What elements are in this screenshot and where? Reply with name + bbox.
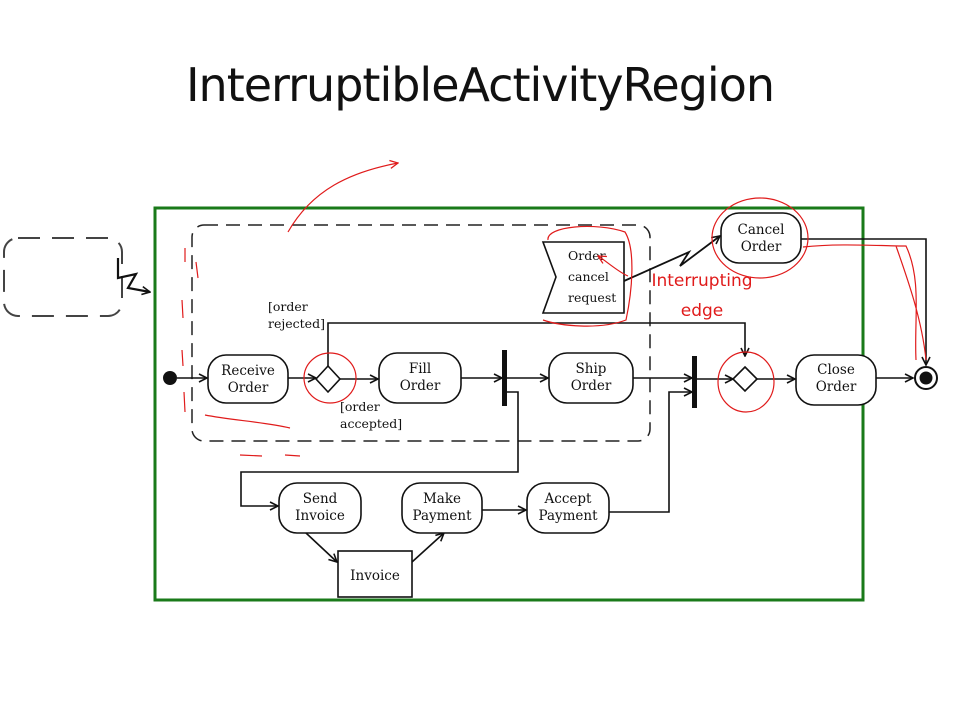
- decision-node-1: [314, 364, 342, 394]
- action-close-order: Close Order: [795, 354, 877, 406]
- guard-accepted: [order accepted]: [340, 399, 402, 431]
- invoice-label: Invoice: [350, 568, 400, 584]
- fill-order-label-1: Fill: [409, 361, 431, 377]
- send-invoice-label-2: Invoice: [295, 508, 345, 524]
- annotation-interrupting: Interrupting: [651, 271, 752, 291]
- red-pointer: [598, 256, 629, 277]
- close-order-label-1: Close: [817, 362, 855, 378]
- interruptible-region: [191, 224, 651, 442]
- green-frame: [153, 206, 865, 602]
- action-receive-order: Receive Order: [207, 354, 289, 404]
- make-payment-label-1: Make: [423, 491, 461, 507]
- join-bar: [692, 356, 697, 408]
- receive-order-label-2: Order: [228, 380, 269, 396]
- red-circle-cancel: [711, 197, 809, 279]
- signal-label-2: cancel: [568, 269, 609, 284]
- action-make-payment: Make Payment: [401, 482, 483, 534]
- action-fill-order: Fill Order: [378, 352, 462, 404]
- red-circle-merge: [717, 351, 775, 413]
- action-cancel-order: Cancel Order: [720, 212, 802, 264]
- edge-fork-invoice: [240, 391, 519, 506]
- make-payment-label-2: Payment: [412, 508, 472, 524]
- final-node: [914, 366, 938, 390]
- accept-payment-label-2: Payment: [538, 508, 598, 524]
- edge-send-invoice-object: [305, 532, 337, 562]
- edge-rejected: [327, 322, 745, 366]
- interrupting-edge: [623, 236, 720, 282]
- red-scribble-bottom: [204, 414, 301, 457]
- legend-region-symbol: [3, 237, 123, 317]
- action-send-invoice: Send Invoice: [278, 482, 362, 534]
- red-annotations: [181, 163, 927, 457]
- red-lines-right: [802, 244, 927, 361]
- receive-order-label-1: Receive: [221, 363, 275, 379]
- fork-bar: [502, 350, 507, 406]
- guard-rejected: [order rejected]: [268, 299, 325, 331]
- close-order-label-2: Order: [816, 379, 857, 395]
- edge-invoice-make-payment: [411, 533, 444, 563]
- ship-order-label-2: Order: [571, 378, 612, 394]
- signal-label-3: request: [568, 290, 616, 305]
- red-scribble-left: [181, 248, 199, 413]
- slide-title: InterruptibleActivityRegion: [185, 58, 775, 112]
- object-invoice: Invoice: [337, 550, 413, 598]
- merge-node: [731, 365, 759, 393]
- red-circle-signal: [542, 225, 633, 327]
- guard-rejected-line-2: rejected]: [268, 316, 325, 331]
- cancel-order-label-1: Cancel: [738, 222, 785, 238]
- signal-order-cancel-request: Order cancel request: [541, 241, 625, 314]
- fill-order-label-2: Order: [400, 378, 441, 394]
- ship-order-label-1: Ship: [576, 361, 607, 377]
- edge-cancel-final: [801, 238, 926, 365]
- edge-accept-join: [609, 392, 692, 513]
- red-circle-decision: [303, 352, 357, 404]
- red-arrow-top: [287, 163, 398, 233]
- accept-payment-label-1: Accept: [544, 491, 593, 507]
- guard-rejected-line-1: [order: [268, 299, 308, 314]
- annotation-edge: edge: [681, 301, 724, 321]
- guard-accepted-line-1: [order: [340, 399, 380, 414]
- send-invoice-label-1: Send: [303, 491, 338, 507]
- legend-lightning-icon: [116, 258, 150, 292]
- guard-accepted-line-2: accepted]: [340, 416, 402, 431]
- action-ship-order: Ship Order: [548, 352, 634, 404]
- action-accept-payment: Accept Payment: [526, 482, 610, 534]
- cancel-order-label-2: Order: [741, 239, 782, 255]
- signal-label-1: Order: [568, 248, 606, 263]
- initial-node: [163, 371, 177, 385]
